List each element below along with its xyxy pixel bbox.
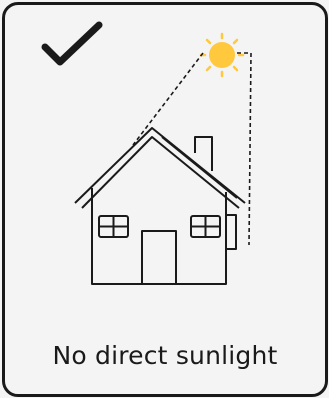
caption-text: No direct sunlight [5, 341, 325, 370]
sun-icon [201, 34, 243, 76]
checkmark-icon [45, 25, 99, 62]
house-icon [75, 128, 245, 284]
house-sun-illustration [5, 5, 325, 335]
